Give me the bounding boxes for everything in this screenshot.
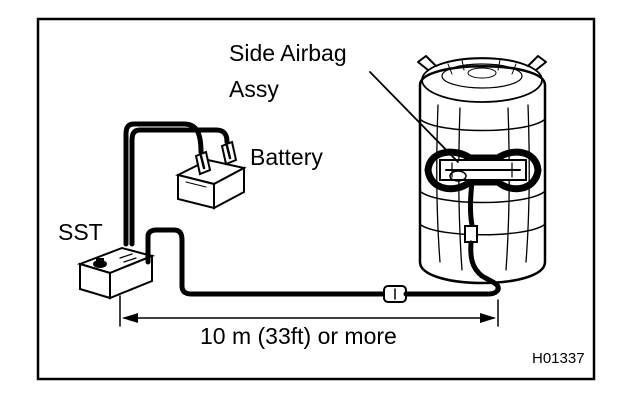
battery-cables (123, 121, 230, 247)
side-airbag-assy (424, 148, 542, 193)
airbag-label-line2: Assy (229, 76, 279, 102)
distance-label: 10 m (33ft) or more (200, 323, 397, 349)
sst-label: SST (58, 219, 103, 245)
figure-frame (36, 17, 596, 381)
sst-to-airbag-cable (145, 227, 501, 303)
figure-code: H01337 (532, 350, 585, 367)
airbag-leader-line (369, 71, 459, 163)
distance-dimension (119, 295, 499, 327)
sst-tool (76, 246, 156, 300)
airbag-connector (464, 225, 478, 243)
airbag-wire (464, 179, 501, 293)
battery-icon (175, 140, 247, 210)
airbag-label-line1: Side Airbag (229, 40, 347, 66)
battery-label: Battery (250, 144, 323, 170)
